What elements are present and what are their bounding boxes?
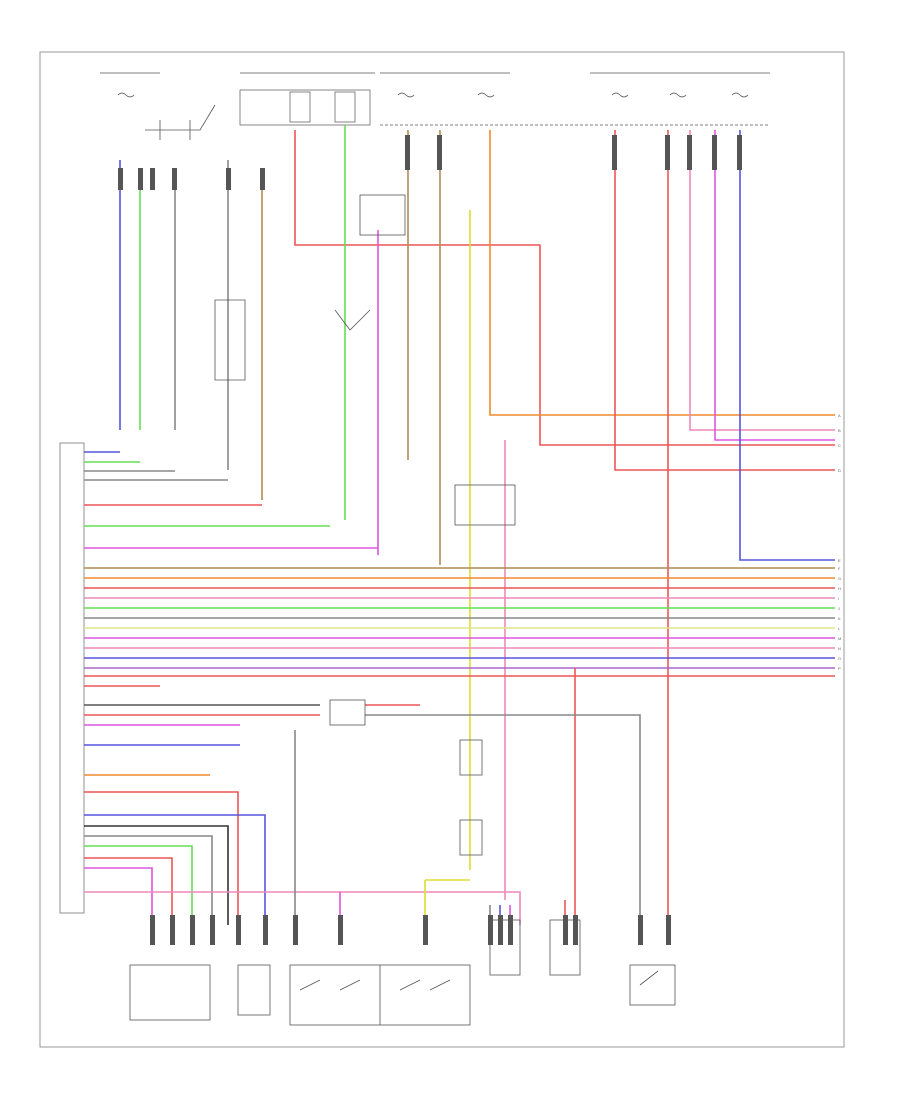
terminal-letter: I — [838, 596, 839, 601]
terminal-letter: F — [838, 566, 841, 571]
harness-wires — [84, 451, 835, 925]
window-motor-box — [237, 964, 271, 1016]
motor-box-3 — [459, 819, 483, 856]
front-passenger-switch-box — [489, 919, 521, 976]
relay-box-2 — [454, 484, 516, 526]
remote-mirror-box — [629, 964, 676, 1006]
relay-box-1 — [359, 194, 406, 236]
diagram-frame — [39, 51, 845, 1048]
terminal-letter: H — [838, 586, 841, 591]
motor-box-2 — [459, 739, 483, 776]
terminal-letter: L — [838, 626, 841, 631]
top-wires — [119, 125, 835, 920]
terminal-letter: A — [838, 413, 841, 418]
terminal-letter: M — [838, 636, 841, 641]
terminal-letter: O — [838, 656, 841, 661]
terminal-letter: N — [838, 646, 841, 651]
fuses — [117, 92, 749, 98]
components — [129, 104, 676, 1026]
terminal-letter: G — [838, 576, 841, 581]
terminal-letter: C — [838, 443, 841, 448]
terminal-letter: P — [838, 666, 841, 671]
terminal-letter: B — [838, 428, 841, 433]
master-switch-box — [129, 964, 211, 1021]
terminal-letter: K — [838, 616, 841, 621]
fuse-bus — [100, 72, 770, 126]
terminal-letter: J — [838, 606, 840, 611]
left-connector-block — [59, 442, 85, 914]
terminal-letter: E — [838, 558, 841, 563]
terminal-letter: D — [838, 468, 841, 473]
connector-pins — [118, 135, 742, 945]
motor-box-1 — [329, 699, 366, 726]
